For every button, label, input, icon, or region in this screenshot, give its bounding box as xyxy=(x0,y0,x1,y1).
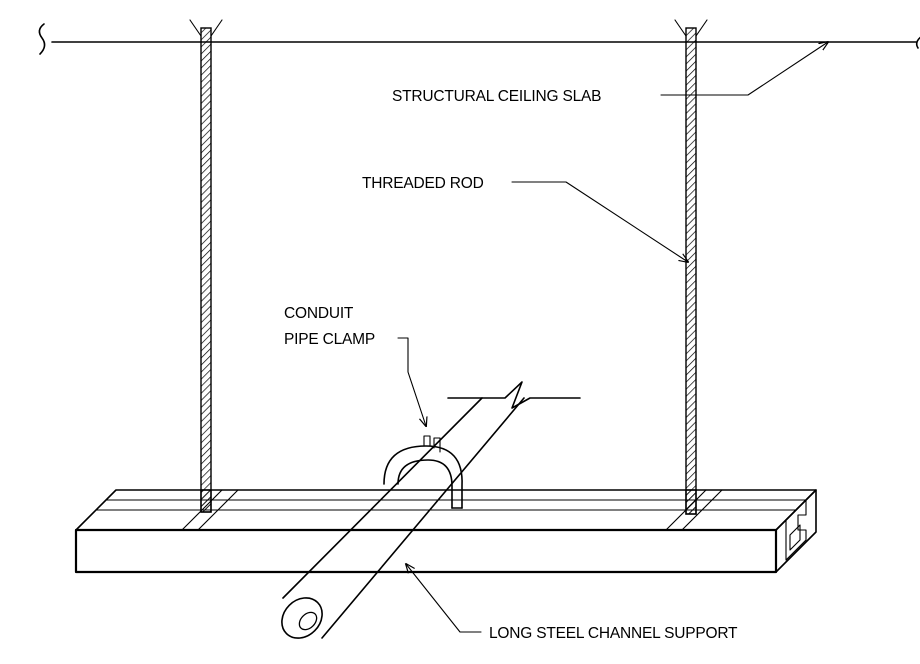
label-ceiling-slab: STRUCTURAL CEILING SLAB xyxy=(392,88,601,105)
conduit-pipe-clamp xyxy=(383,435,463,509)
label-channel-support: LONG STEEL CHANNEL SUPPORT xyxy=(489,625,738,642)
label-conduit: CONDUIT xyxy=(284,305,354,322)
label-threaded-rod: THREADED ROD xyxy=(362,175,484,192)
label-pipe-clamp: PIPE CLAMP xyxy=(284,331,375,348)
leader-lines xyxy=(397,42,828,633)
leader-pipe-clamp xyxy=(397,337,426,426)
leader-threaded-rod xyxy=(511,181,688,262)
break-symbol-left xyxy=(38,23,46,55)
leader-ceiling-slab xyxy=(660,42,828,96)
conduit-pipe xyxy=(281,381,581,639)
leader-channel xyxy=(406,564,482,633)
rod-nuts xyxy=(200,489,697,515)
pipe-break-symbol xyxy=(447,381,581,409)
break-symbol-right xyxy=(915,36,920,49)
ceiling-slab-line xyxy=(38,23,920,55)
threaded-rod-left xyxy=(189,19,223,513)
steel-channel-support xyxy=(74,489,817,574)
threaded-rod-right xyxy=(674,19,708,515)
